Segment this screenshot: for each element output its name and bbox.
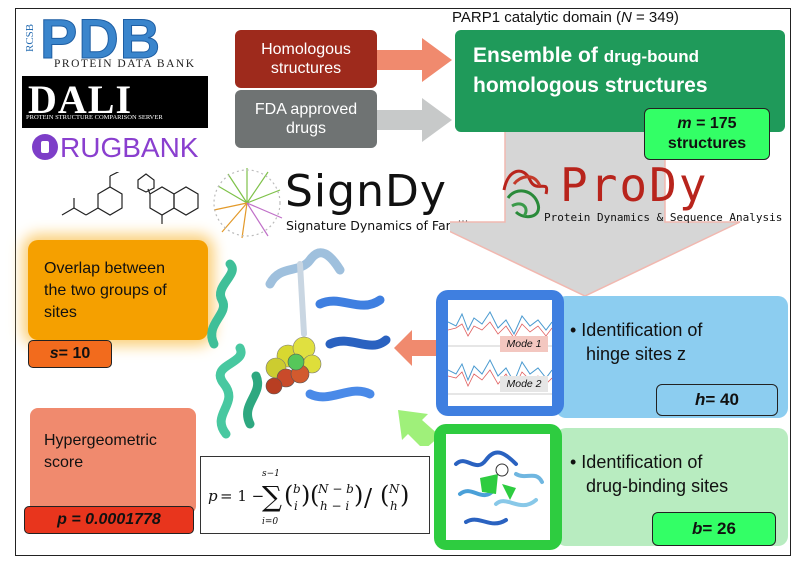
p-value-badge: p = 0.0001778 bbox=[24, 506, 194, 534]
figure-frame bbox=[15, 8, 791, 556]
hypergeometric-line2: score bbox=[44, 454, 84, 471]
drugbank-d-hole bbox=[41, 141, 49, 153]
svg-text:∑: ∑ bbox=[262, 480, 282, 513]
pdb-subtitle: PROTEIN DATA BANK bbox=[54, 58, 196, 70]
homologous-line2: structures bbox=[270, 60, 342, 77]
rcsb-text: RCSB bbox=[24, 23, 36, 52]
hinge-line1: • Identification of bbox=[570, 320, 703, 340]
signdy-subtitle: Signature Dynamics of Families bbox=[286, 218, 483, 233]
fda-drugs-box: FDA approved drugs bbox=[235, 90, 377, 148]
drugbank-text: RUGBANK bbox=[60, 132, 199, 163]
drugbank-logo: RUGBANK bbox=[32, 132, 212, 166]
ensemble-line1: Ensemble of drug-bound bbox=[473, 44, 700, 67]
hinge-value-badge: h = 40 bbox=[656, 384, 778, 416]
binding-line2: drug-binding sites bbox=[586, 476, 729, 496]
fda-line1: FDA approved bbox=[254, 101, 358, 118]
binding-line1: • Identification of bbox=[570, 452, 703, 472]
prody-protein-icon bbox=[502, 169, 549, 219]
formula-box bbox=[200, 456, 430, 534]
svg-text:i=0: i=0 bbox=[262, 517, 278, 527]
overlap-line1: Overlap between bbox=[44, 260, 165, 277]
dali-text: DALI bbox=[28, 77, 133, 122]
ensemble-count-value: m = 175 bbox=[677, 115, 737, 132]
svg-text:h: h bbox=[390, 499, 398, 513]
signdy-title: SignDy bbox=[285, 166, 447, 217]
svg-text:N − b: N − b bbox=[317, 482, 354, 496]
svg-text:N: N bbox=[388, 482, 400, 496]
hinge-line2: hinge sites z bbox=[586, 344, 687, 364]
ensemble-line2: homologous structures bbox=[473, 74, 708, 97]
overlap-box: Overlap between the two groups of sites bbox=[28, 240, 208, 340]
mode2-label: Mode 2 bbox=[500, 376, 548, 392]
svg-text:b: b bbox=[293, 482, 301, 496]
binding-structure-image bbox=[446, 434, 550, 540]
hypergeometric-box: Hypergeometric score bbox=[30, 408, 196, 514]
overlap-line3: sites bbox=[44, 304, 77, 321]
drug-molecules-diagram bbox=[61, 172, 199, 224]
dali-logo: DALI PROTEIN STRUCTURE COMPARISON SERVER bbox=[22, 76, 208, 128]
homologous-structures-box: Homologous structures bbox=[235, 30, 377, 88]
rcsb-pdb-logo: RCSB PDB PROTEIN DATA BANK bbox=[22, 7, 198, 74]
overlap-line2: the two groups of bbox=[44, 282, 167, 299]
binding-value-badge: b = 26 bbox=[652, 512, 776, 546]
ensemble-count-badge: m = 175 structures bbox=[644, 108, 770, 160]
homologous-arrow bbox=[368, 38, 452, 82]
svg-text:s−1: s−1 bbox=[262, 469, 280, 479]
svg-text:p: p bbox=[208, 487, 218, 505]
svg-text:/: / bbox=[364, 484, 373, 512]
prody-title: ProDy bbox=[560, 158, 709, 212]
fda-arrow bbox=[368, 98, 452, 142]
protein-structure-image bbox=[207, 248, 391, 439]
overlap-value-badge: s = 10 bbox=[28, 340, 112, 368]
mode1-label: Mode 1 bbox=[500, 336, 548, 352]
ensemble-box: Ensemble of drug-bound homologous struct… bbox=[455, 30, 785, 132]
drug-binding-spheres bbox=[265, 336, 322, 395]
pdb-text: PDB bbox=[39, 7, 162, 71]
homologous-line1: Homologous bbox=[261, 41, 351, 58]
binding-to-overlap-arrow bbox=[398, 410, 440, 446]
ensemble-count-label: structures bbox=[667, 135, 747, 152]
page-title: PARP1 catalytic domain (N = 349) bbox=[452, 9, 679, 26]
aspirin-molecule bbox=[61, 172, 123, 216]
svg-text:): ) bbox=[400, 481, 409, 509]
svg-text:= 1 −: = 1 − bbox=[220, 487, 264, 505]
svg-text:(: ( bbox=[310, 481, 319, 509]
hypergeometric-line1: Hypergeometric bbox=[44, 432, 157, 449]
flavone-molecule bbox=[137, 173, 199, 224]
svg-text:): ) bbox=[301, 481, 310, 509]
svg-text:(: ( bbox=[284, 481, 293, 509]
fda-line2: drugs bbox=[285, 120, 327, 137]
hinge-to-overlap-arrow bbox=[394, 330, 440, 366]
svg-text:i: i bbox=[294, 499, 298, 513]
dali-subtitle: PROTEIN STRUCTURE COMPARISON SERVER bbox=[26, 114, 163, 121]
svg-text:(: ( bbox=[380, 481, 389, 509]
signdy-tree-icon bbox=[213, 168, 283, 239]
hypergeometric-formula: p = 1 − ∑ s−1 i=0 ( b i ) ( N − b h − i … bbox=[208, 469, 409, 527]
svg-text:): ) bbox=[354, 481, 363, 509]
prody-subtitle: Protein Dynamics & Sequence Analysis bbox=[544, 211, 783, 224]
svg-text:h − i: h − i bbox=[320, 499, 349, 513]
